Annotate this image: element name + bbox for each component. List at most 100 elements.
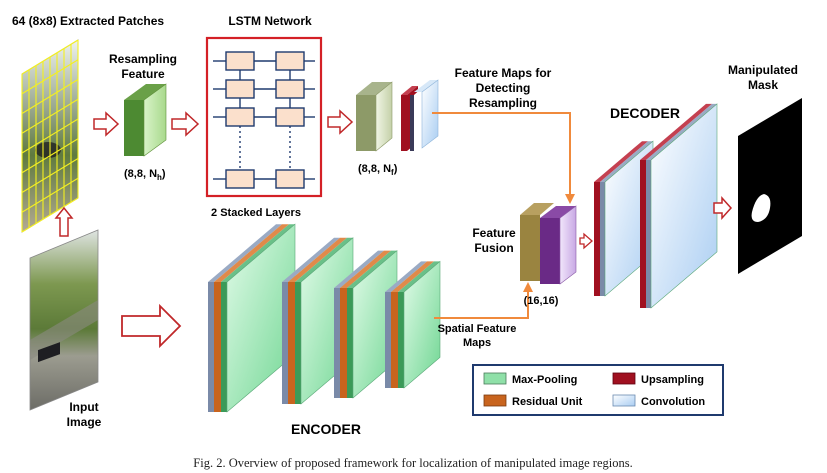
arrow-input-to-encoder [121, 303, 182, 349]
decoder-blocks [594, 103, 718, 309]
lstm-cell [225, 107, 255, 127]
slab-strip [391, 292, 398, 388]
legend-convolution: Convolution [641, 396, 705, 408]
encoder-label: ENCODER [291, 421, 361, 437]
slab-strip-top [385, 261, 427, 292]
encoder-block-2 [282, 237, 354, 405]
slab-strip-top [282, 237, 340, 282]
decoder-label: DECODER [610, 105, 680, 121]
patch-grid-horizontal [21, 158, 79, 193]
lstm-network [205, 36, 323, 198]
patch-grid-horizontal [21, 118, 79, 154]
lstm-cell [275, 51, 305, 71]
orange-path-featuremaps-to-fusion [432, 112, 575, 204]
slab-strip [208, 282, 214, 412]
slab-strip-top [347, 250, 397, 288]
slab-strip-top [391, 261, 434, 292]
slab-strip-top [594, 141, 648, 182]
manipulated-mask-image [738, 98, 802, 274]
manipulated-mask-label-1: Manipulated [728, 63, 798, 77]
patch-grid-horizontal [21, 138, 79, 174]
legend: Max-Pooling Residual Unit Upsampling Con… [472, 364, 724, 416]
feature-maps-label-1: Feature Maps for [455, 66, 552, 80]
lstm-cell [275, 79, 305, 99]
lstm-cell [225, 79, 255, 99]
arrow-decoder-to-mask [713, 196, 733, 220]
spatial-maps-label-1: Spatial Feature [438, 323, 517, 335]
slab-face [650, 103, 718, 309]
legend-swatch-residual-unit [483, 394, 507, 407]
arrow-feature-to-lstm [171, 111, 200, 137]
slab-strip-top [208, 224, 282, 282]
slab-face [403, 260, 441, 389]
arrow-patches-to-feature [93, 111, 120, 137]
legend-swatch-max-pooling [483, 372, 507, 385]
input-image [29, 229, 99, 411]
slab-strip [600, 182, 605, 296]
lstm-cell [275, 107, 305, 127]
arrow-fusion-to-decoder [579, 232, 593, 250]
slab-strip [640, 160, 646, 308]
slab-strip-top [646, 103, 717, 160]
slab-strip-top [600, 141, 653, 182]
feature-fusion-block [520, 203, 577, 285]
resampling-feature-block [124, 83, 167, 157]
dim-nh-label: (8,8, Nh) [124, 168, 166, 182]
figure-caption: Fig. 2. Overview of proposed framework f… [193, 456, 632, 470]
legend-residual-unit: Residual Unit [512, 396, 583, 408]
slab-strip [288, 282, 295, 404]
patches-title: 64 (8x8) Extracted Patches [12, 14, 164, 28]
legend-upsampling: Upsampling [641, 374, 704, 386]
decoder-block-2 [640, 103, 718, 309]
slab-strip [398, 292, 404, 388]
input-image-label-1: Input [69, 400, 98, 414]
lstm-cell [225, 169, 255, 189]
patches-image [21, 39, 79, 233]
arrow-lstm-to-featuremaps [327, 109, 354, 135]
fusion-dim-label: (16,16) [524, 295, 559, 307]
encoder-block-1 [208, 223, 296, 413]
encoder-block-4 [385, 260, 441, 389]
lstm-cell [275, 169, 305, 189]
slab-strip [295, 282, 301, 404]
dim-nf-label: (8,8, Nf) [358, 163, 398, 177]
resampling-feature-label-1: Resampling [109, 52, 177, 66]
spatial-maps-label-2: Maps [463, 337, 491, 349]
arrow-input-to-patches [54, 206, 74, 237]
patch-grid-horizontal [21, 197, 79, 233]
slab-strip [646, 160, 651, 308]
feature-fusion-label-2: Fusion [474, 241, 513, 255]
patch-grid-lines [21, 39, 79, 233]
orange-path-encoder-to-fusion [434, 282, 533, 319]
slab-strip-top [295, 237, 353, 282]
slab-strip [347, 288, 353, 398]
slab-strip [282, 282, 288, 404]
slab-strip-top [340, 250, 391, 288]
slab-strip [594, 182, 600, 296]
slab-strip-top [214, 224, 289, 282]
feature-fusion-label-1: Feature [472, 226, 516, 240]
feature-maps-label-3: Resampling [469, 96, 537, 110]
patch-grid-horizontal [21, 177, 79, 213]
manipulated-mask-label-2: Mask [748, 78, 778, 92]
legend-max-pooling: Max-Pooling [512, 374, 577, 386]
resampling-feature-label-2: Feature [121, 67, 165, 81]
slab-strip-top [640, 103, 712, 160]
slab-strip [214, 282, 221, 412]
slab-strip-top [398, 261, 440, 292]
legend-swatch-upsampling [612, 372, 636, 385]
lstm-cell [225, 51, 255, 71]
encoder-blocks [208, 223, 441, 413]
slab-strip-top [221, 224, 295, 282]
slab-strip-top [334, 250, 384, 288]
stacked-layers-label: 2 Stacked Layers [211, 207, 301, 219]
slab-strip [340, 288, 347, 398]
input-image-label-2: Image [67, 415, 102, 429]
feature-maps-block [356, 79, 439, 152]
lstm-title: LSTM Network [228, 14, 312, 28]
feature-maps-label-2: Detecting [476, 81, 531, 95]
slab-strip [221, 282, 227, 412]
slab-strip [385, 292, 391, 388]
legend-swatch-convolution [612, 394, 636, 407]
